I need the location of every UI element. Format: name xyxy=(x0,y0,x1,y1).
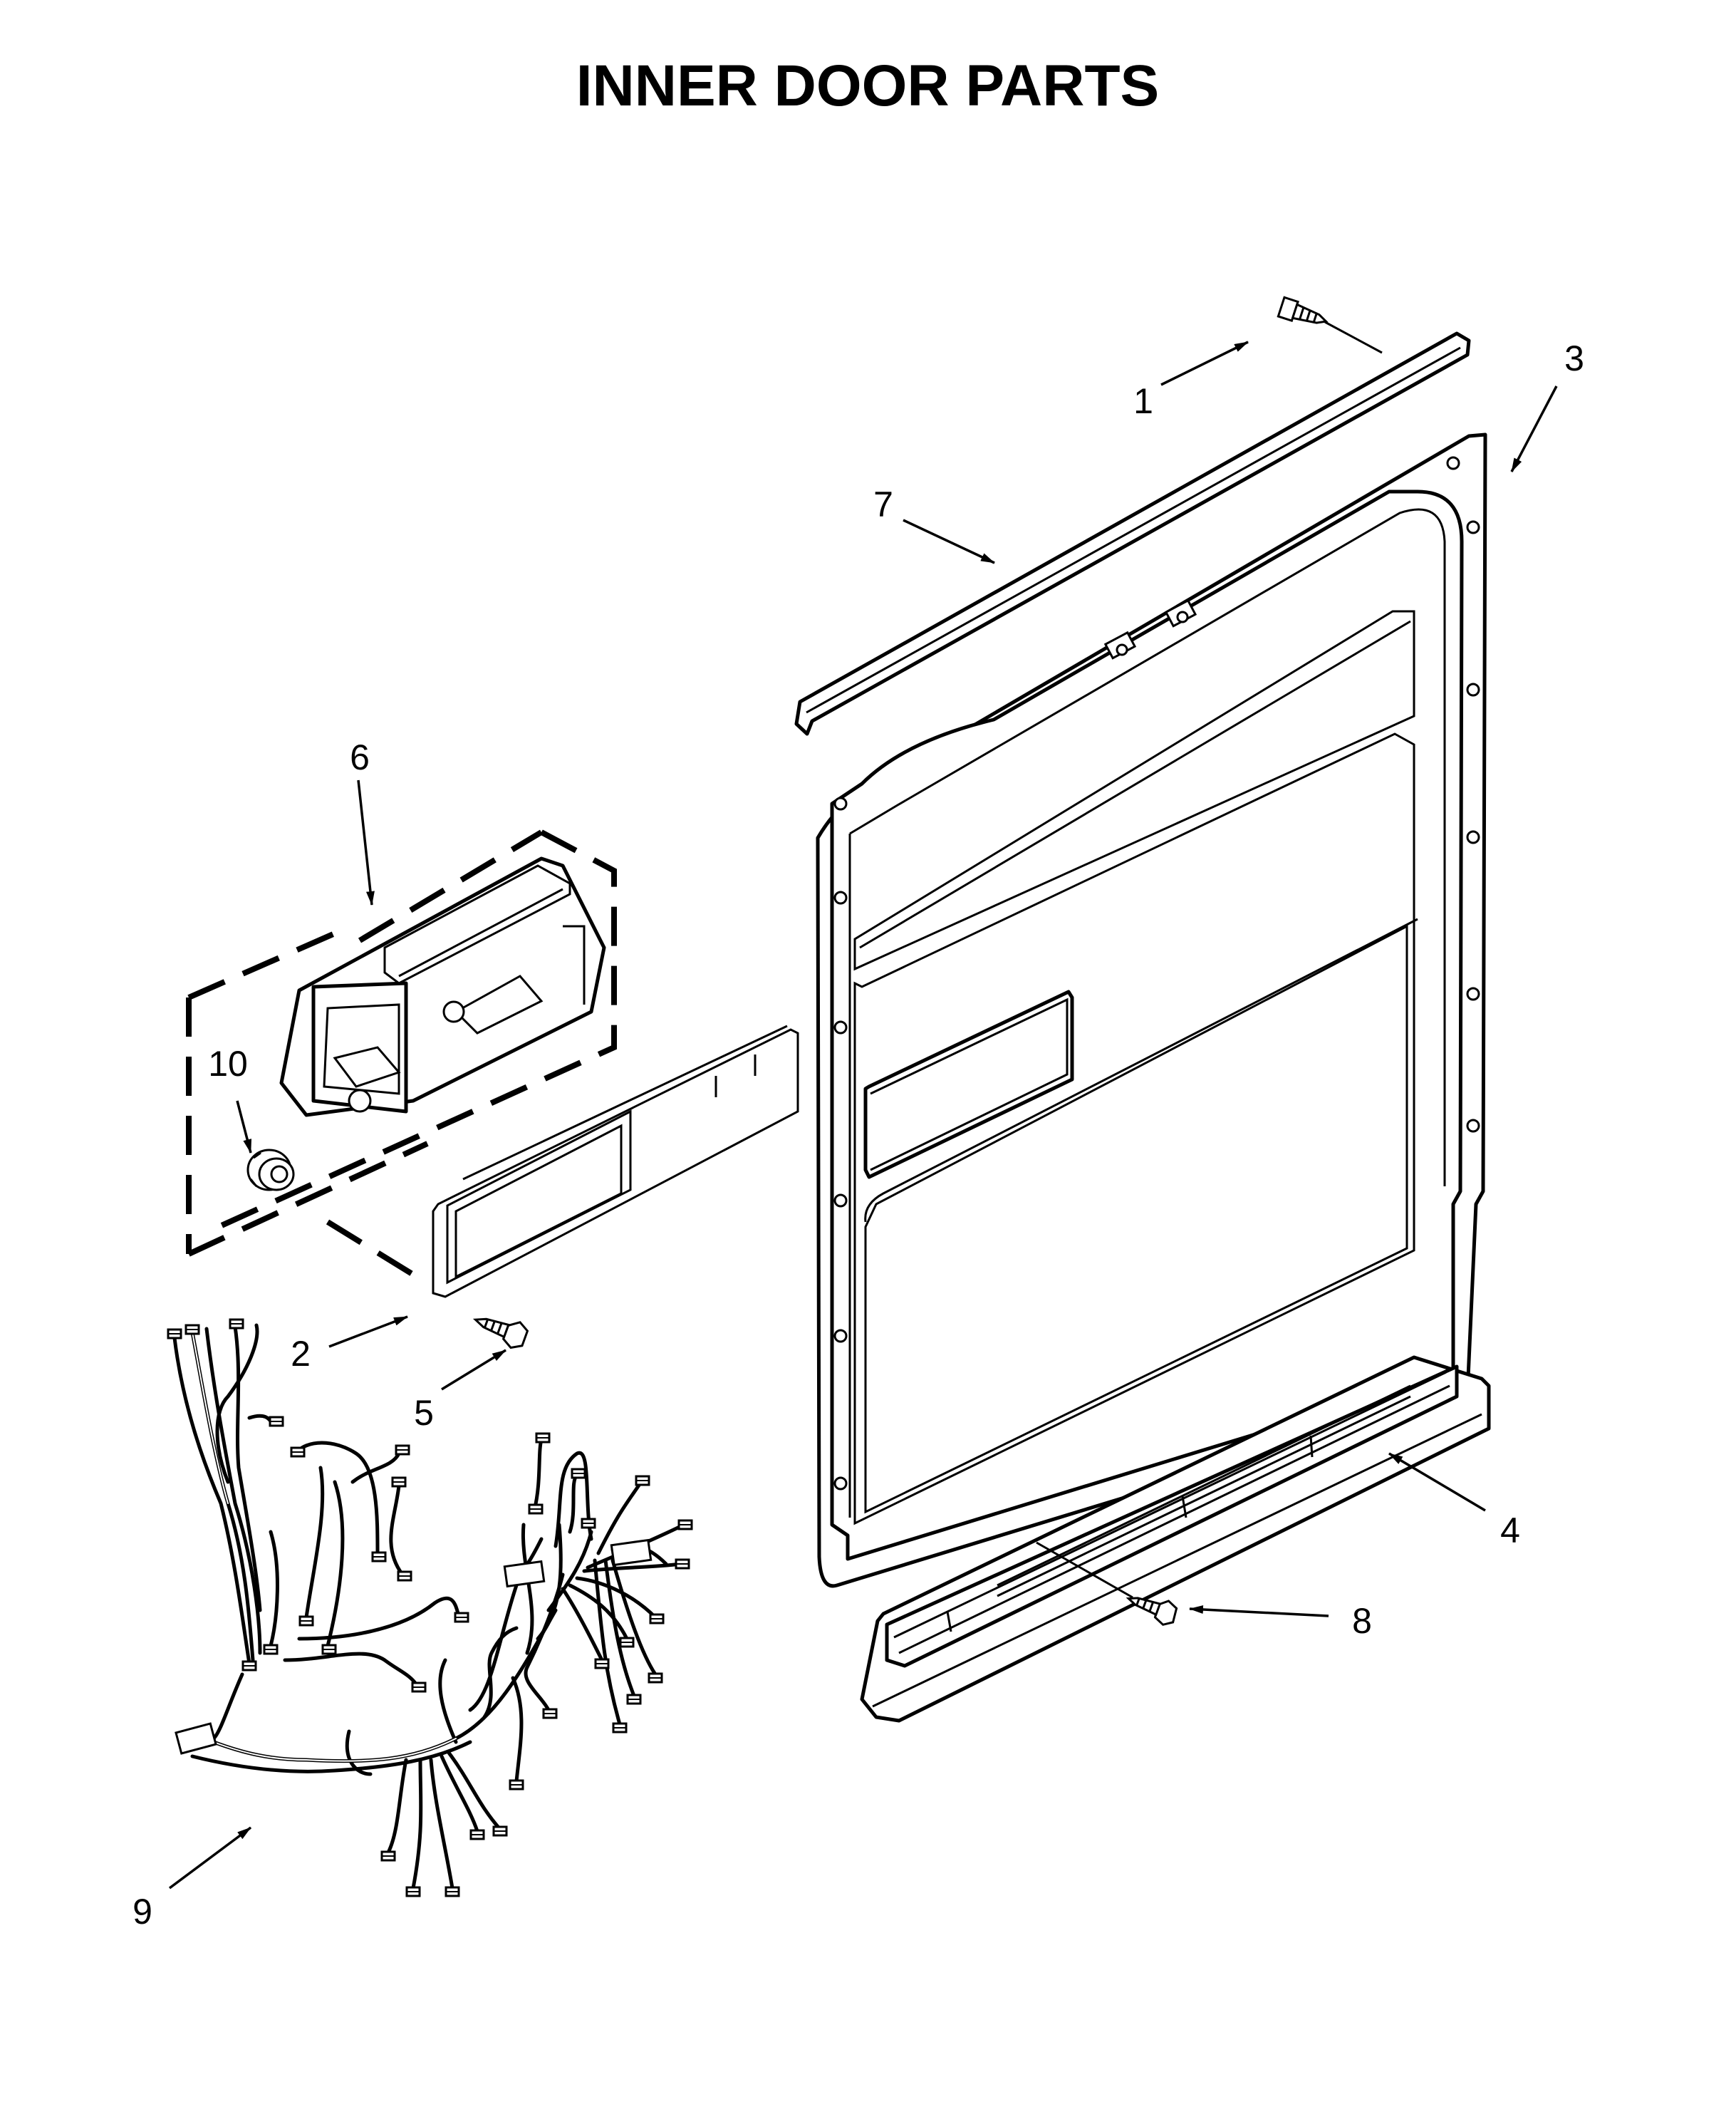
callout-1: 1 xyxy=(1133,381,1153,421)
knob-part-10 xyxy=(246,1149,295,1191)
inner-door-panel xyxy=(816,432,1487,1588)
page-title: INNER DOOR PARTS xyxy=(576,53,1160,118)
callout-leaders xyxy=(168,341,1558,1890)
callout-10: 10 xyxy=(208,1044,248,1084)
callout-3: 3 xyxy=(1564,338,1584,378)
callout-6: 6 xyxy=(350,737,370,777)
callout-8: 8 xyxy=(1352,1601,1372,1641)
bottom-door-trim xyxy=(860,1355,1491,1723)
wiring-harness xyxy=(167,1318,693,1897)
callout-2: 2 xyxy=(291,1334,311,1374)
control-housing-group xyxy=(186,829,617,1282)
screw-part-8 xyxy=(1126,1597,1178,1626)
callout-7: 7 xyxy=(873,484,893,524)
screw-part-1 xyxy=(1277,296,1329,324)
screw-part-5 xyxy=(472,1317,529,1349)
top-door-trim xyxy=(794,331,1471,736)
callout-9: 9 xyxy=(132,1892,152,1932)
gasket-plate xyxy=(432,1025,799,1298)
callout-4: 4 xyxy=(1500,1510,1520,1550)
callout-5: 5 xyxy=(414,1393,434,1433)
